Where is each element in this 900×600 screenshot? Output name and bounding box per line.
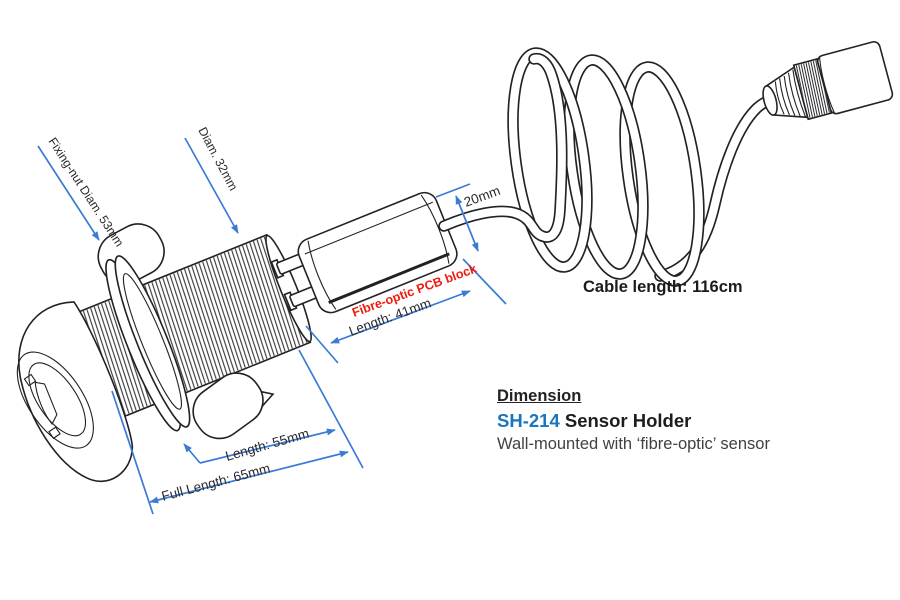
sensor-holder-drawing (16, 191, 458, 483)
dome-slot (34, 381, 58, 426)
fixing-nut-washer (105, 255, 191, 432)
product-info: Dimension SH-214 Sensor Holder Wall-moun… (497, 386, 770, 454)
dim-41mm-ext-left (305, 325, 339, 364)
dim-55mm-ext-right (298, 349, 364, 469)
dim-20mm (455, 195, 479, 252)
dim-65mm-ext-left (111, 390, 154, 515)
dim-41mm (330, 290, 471, 344)
dim-55mm-arrow-left (183, 443, 201, 464)
dim-20mm-ext-top (435, 183, 471, 198)
product-model: SH-214 (497, 409, 560, 431)
leader-diam (184, 137, 239, 234)
thread-section-main (135, 233, 312, 396)
dim-65mm (149, 450, 349, 504)
dim-20mm-ext-bottom (462, 258, 507, 305)
pcb-block (297, 191, 458, 314)
connector-boot-ribs (774, 69, 807, 118)
sensor-dome-cap (16, 301, 134, 483)
connector-barrel (816, 41, 894, 115)
cable-connector (762, 41, 894, 121)
fixing-nut-wing-bottom (192, 372, 275, 440)
label-diam: Diam. 32mm (195, 125, 240, 193)
mounting-rails (270, 253, 319, 312)
label-fixing-nut: Fixing-nut Diam. 53mm (45, 135, 126, 249)
product-title: SH-214 Sensor Holder (497, 409, 770, 432)
product-heading: Dimension (497, 387, 582, 405)
label-cable-length: Cable length: 116cm (583, 278, 743, 296)
dimension-lines (37, 137, 507, 515)
dome-tab-upper (23, 373, 37, 387)
leader-fixing-nut (37, 145, 100, 241)
cable-coil (438, 47, 778, 287)
product-subtitle: Wall-mounted with ‘fibre-optic’ sensor (497, 434, 770, 453)
dome-tab-lower (48, 426, 61, 440)
label-65mm: Full Length: 65mm (160, 460, 272, 503)
dome-face-rim (16, 351, 94, 449)
product-name: Sensor Holder (564, 409, 692, 431)
